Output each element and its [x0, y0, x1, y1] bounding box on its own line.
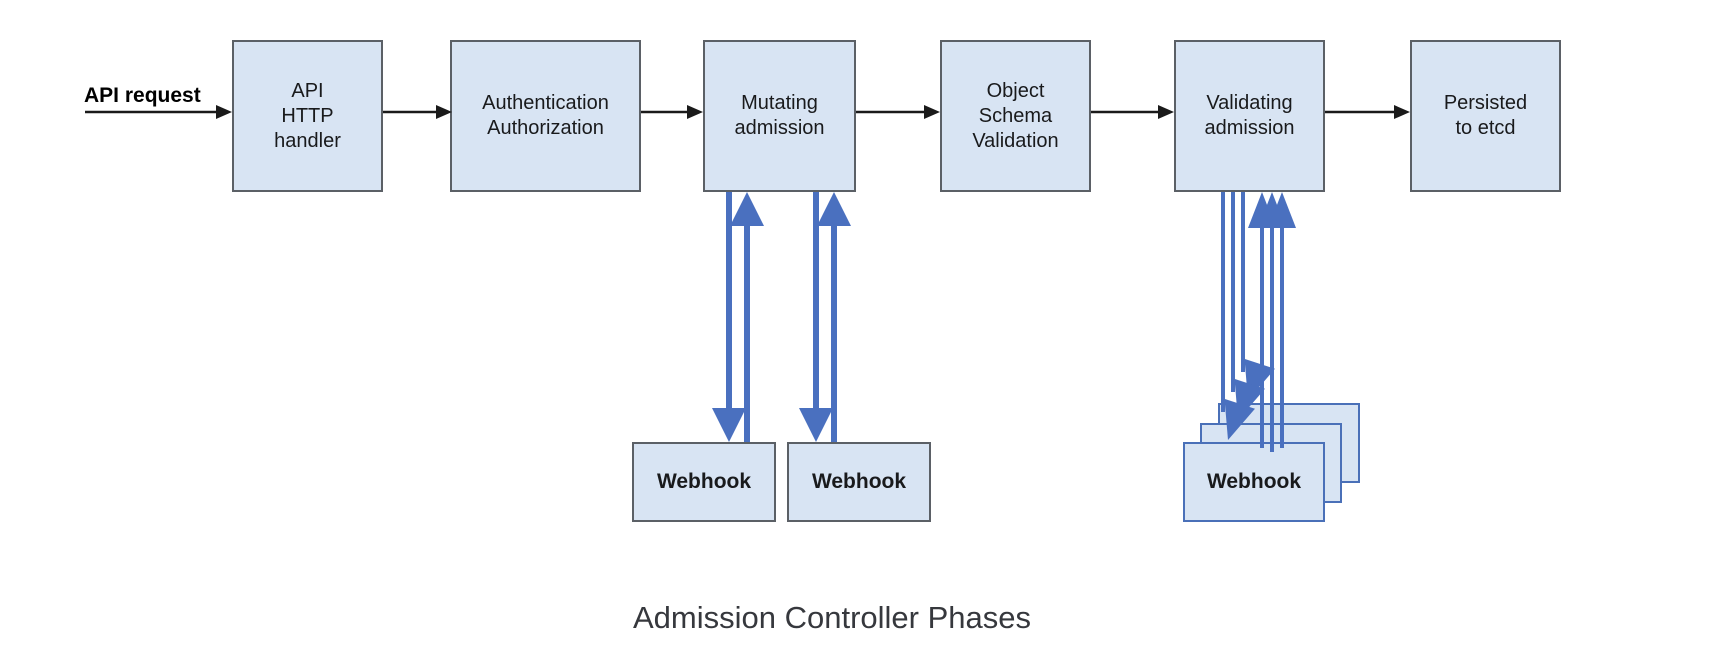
phase-label: Mutating admission: [734, 92, 825, 139]
webhook-label: Webhook: [656, 470, 752, 493]
mutating-webhook-call-arrows: [712, 192, 851, 442]
phase-node-object-schema-validation: Object Schema Validation: [940, 40, 1091, 192]
flow-arrow: [1325, 105, 1410, 119]
flow-arrow: [856, 105, 940, 119]
phase-node-mutating-admission: Mutating admission: [703, 40, 856, 192]
phase-label: API HTTP handler: [274, 79, 341, 152]
phase-node-api-http-handler: API HTTP handler: [232, 40, 383, 192]
webhook-node: Webhook: [632, 442, 776, 522]
api-request-label: API request: [84, 84, 201, 107]
webhook-stack-node-front: Webhook: [1183, 442, 1325, 522]
phase-label: Validating admission: [1204, 92, 1295, 139]
flow-arrow: [1091, 105, 1174, 119]
diagram-caption: Admission Controller Phases: [632, 600, 1031, 635]
phase-label: Authentication Authorization: [482, 92, 609, 139]
webhook-label: Webhook: [1206, 470, 1302, 493]
phase-node-persisted-to-etcd: Persisted to etcd: [1410, 40, 1561, 192]
phase-label: Object Schema Validation: [972, 79, 1059, 152]
webhook-node: Webhook: [787, 442, 931, 522]
phase-label: Persisted to etcd: [1443, 92, 1528, 139]
webhook-label: Webhook: [811, 470, 907, 493]
flow-arrow: [383, 105, 452, 119]
phase-node-authentication-authorization: Authentication Authorization: [450, 40, 641, 192]
phase-node-validating-admission: Validating admission: [1174, 40, 1325, 192]
flow-arrow: [641, 105, 703, 119]
